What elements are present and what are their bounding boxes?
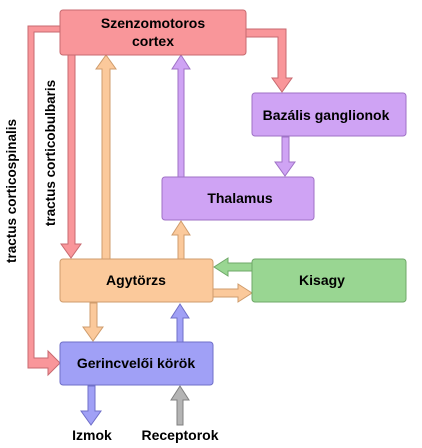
tract-corticospinal-label: tractus corticospinalis bbox=[4, 119, 19, 263]
box-thalamus: Thalamus bbox=[161, 176, 315, 221]
arrow-brainstem-to-thalamus bbox=[171, 220, 191, 260]
box-basal-ganglia: Bazális ganglionok bbox=[251, 92, 407, 137]
arrow-spinal-to-brainstem bbox=[170, 303, 190, 343]
arrow-brainstem-to-cortex bbox=[95, 54, 117, 260]
red-arrows bbox=[27, 25, 293, 377]
box-cortex: Szenzomotoros cortex bbox=[59, 9, 247, 56]
thalamus-label: Thalamus bbox=[207, 190, 273, 206]
arrow-corticobulbar bbox=[60, 54, 82, 259]
arrow-thalamus-to-cortex bbox=[171, 54, 191, 178]
arrow-corticospinal bbox=[27, 25, 61, 377]
cerebellum-label: Kisagy bbox=[299, 272, 345, 288]
box-brainstem: Agytörzs bbox=[59, 258, 214, 303]
cortex-label-line1: Szenzomotoros bbox=[101, 15, 205, 31]
arrow-spinal-to-muscles bbox=[80, 385, 102, 426]
arrow-cortex-to-basal bbox=[245, 28, 293, 93]
basal-ganglia-label: Bazális ganglionok bbox=[263, 107, 390, 123]
arrow-brainstem-to-spinal bbox=[82, 302, 104, 342]
box-spinal: Gerincvelői körök bbox=[59, 341, 214, 386]
brainstem-label: Agytörzs bbox=[106, 272, 166, 288]
arrow-basal-to-thalamus bbox=[274, 136, 296, 177]
arrow-brainstem-to-cerebellum bbox=[212, 283, 253, 303]
receptors-label: Receptorok bbox=[141, 427, 218, 443]
purple-arrows bbox=[171, 54, 296, 178]
muscles-label: Izmok bbox=[72, 427, 112, 443]
cortex-label-line2: cortex bbox=[132, 33, 174, 49]
orange-arrows bbox=[82, 54, 253, 342]
arrow-cerebellum-to-brainstem bbox=[213, 257, 253, 277]
box-cerebellum: Kisagy bbox=[251, 258, 407, 303]
spinal-label: Gerincvelői körök bbox=[77, 355, 195, 371]
tract-corticobulbar-label: tractus corticobulbaris bbox=[43, 80, 58, 226]
arrow-receptors-to-spinal bbox=[170, 385, 190, 426]
blue-arrows bbox=[80, 303, 190, 426]
